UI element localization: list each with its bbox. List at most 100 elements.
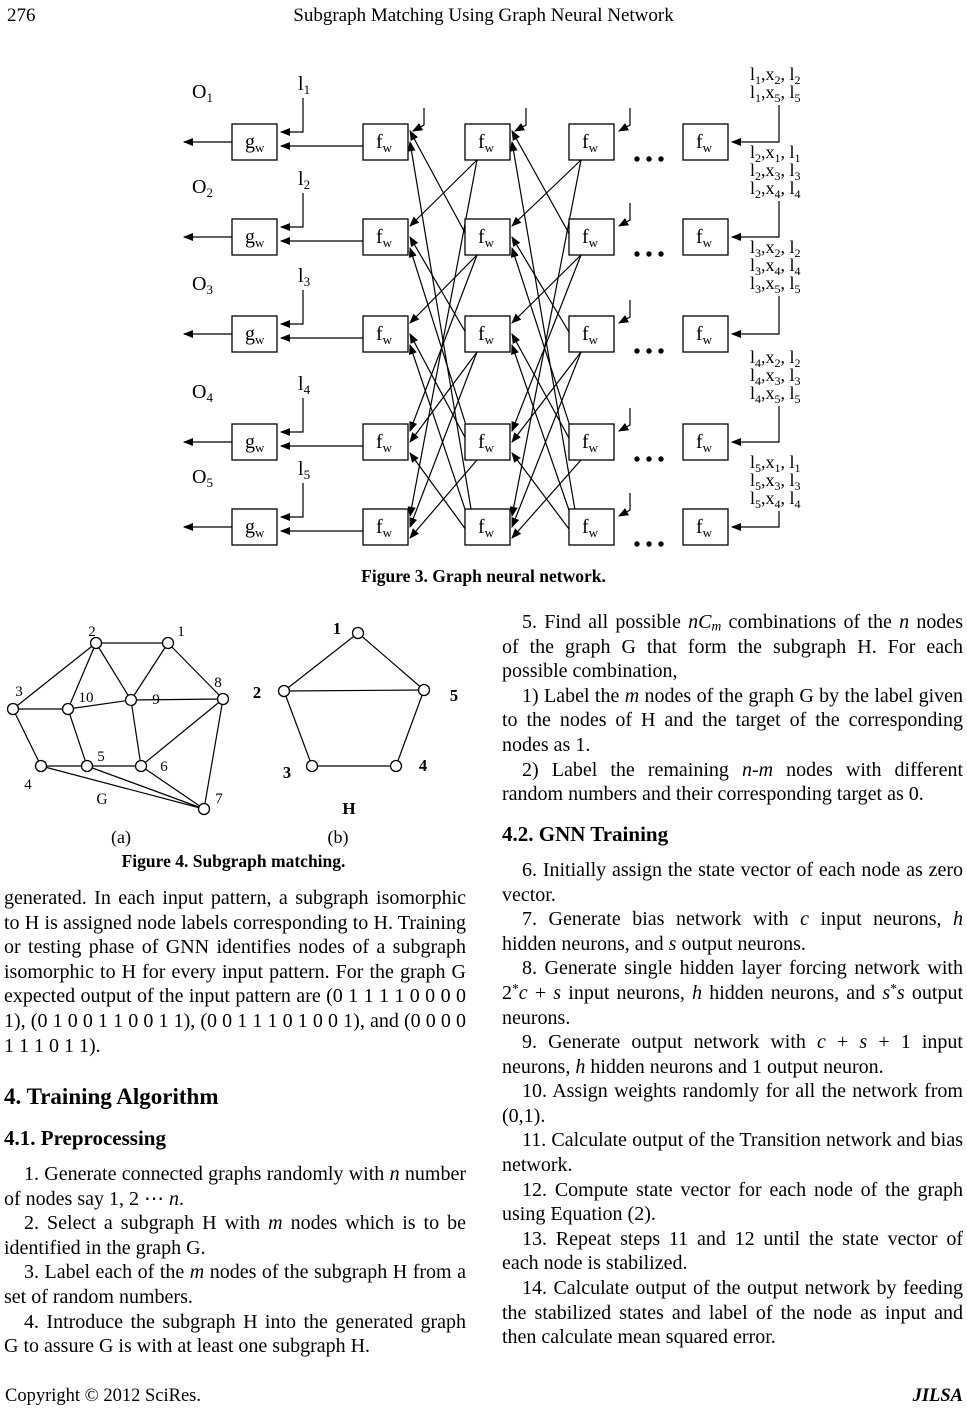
svg-text:gw: gw [245, 226, 265, 250]
fw-box [362, 315, 409, 353]
fw-box [568, 315, 615, 353]
ellipsis-dots [646, 156, 652, 162]
graph-node [134, 759, 148, 773]
graph-node-label: 7 [215, 791, 223, 807]
svg-text:fw: fw [376, 516, 393, 540]
graph-node-label: 2 [253, 683, 261, 702]
fw-box [362, 123, 409, 161]
svg-text:gw: gw [245, 516, 265, 540]
graph-node-label: 4 [419, 756, 427, 775]
svg-text:fw: fw [696, 516, 713, 540]
ellipsis-dots [658, 156, 664, 162]
svg-text:fw: fw [696, 226, 713, 250]
gw-box [231, 423, 278, 461]
panel-label: (b) [328, 827, 349, 848]
section-heading: 4.2. GNN Training [502, 821, 669, 846]
svg-text:fw: fw [478, 431, 495, 455]
graph-node-label: 9 [152, 692, 160, 708]
copyright-text: Copyright © 2012 SciRes. [5, 1386, 201, 1406]
neighbor-label-line: l5,x3, l3 [750, 470, 801, 493]
svg-text:fw: fw [696, 431, 713, 455]
graph-node-label: 10 [79, 690, 94, 706]
gw-box [231, 508, 278, 546]
node-label: l4 [298, 373, 311, 397]
graph-node-label: 8 [214, 675, 222, 691]
graph-edge [130, 698, 224, 701]
graph-node-label: 5 [97, 749, 105, 765]
fw-box [568, 218, 615, 256]
paragraph: 10. Assign weights randomly for all the … [502, 1080, 963, 1127]
page-footer: Copyright © 2012 SciRes. JILSA [5, 1386, 963, 1407]
svg-text:fw: fw [582, 131, 599, 155]
graph-node [161, 636, 175, 650]
svg-text:gw: gw [245, 431, 265, 455]
graph-edge [283, 690, 313, 767]
ellipsis-dots [634, 251, 640, 257]
fw-box [568, 423, 615, 461]
fw-box [568, 123, 615, 161]
fw-box [682, 423, 729, 461]
graph-node [124, 693, 138, 707]
graph-edge [12, 642, 97, 710]
svg-text:fw: fw [376, 131, 393, 155]
fw-box [682, 315, 729, 353]
running-title: Subgraph Matching Using Graph Neural Net… [293, 5, 674, 26]
neighbor-label-line: l2,x4, l4 [750, 178, 801, 201]
svg-text:fw: fw [376, 431, 393, 455]
fw-box [464, 218, 511, 256]
graph-edge [357, 632, 425, 691]
graph-edge [130, 699, 142, 767]
fw-box [362, 423, 409, 461]
node-label: l2 [298, 168, 310, 192]
graph-node [6, 702, 20, 716]
svg-text:fw: fw [696, 323, 713, 347]
graph-node [389, 759, 403, 773]
neighbor-label-line: l4,x5, l5 [750, 383, 801, 406]
neighbor-label-line: l4,x3, l3 [750, 365, 801, 388]
ellipsis-dots [646, 348, 652, 354]
paragraph: 3. Label each of the m nodes of the subg… [4, 1261, 466, 1308]
ellipsis-dots [658, 541, 664, 547]
left-column: generated. In each input pattern, a subg… [4, 886, 466, 1359]
graph-node [351, 626, 365, 640]
svg-text:fw: fw [376, 226, 393, 250]
ellipsis-dots [646, 251, 652, 257]
journal-name: JILSA [912, 1386, 963, 1406]
graph-edge [130, 642, 169, 701]
gw-box [231, 315, 278, 353]
neighbor-label-line: l2,x1, l1 [750, 142, 801, 165]
graph-node [197, 802, 211, 816]
neighbor-label-line: l3,x4, l4 [750, 255, 801, 278]
neighbor-label-line: l1,x2, l2 [750, 64, 801, 87]
fw-box [682, 218, 729, 256]
graph-node-label: 2 [88, 624, 96, 640]
svg-text:fw: fw [478, 226, 495, 250]
figure3-caption: Figure 3. Graph neural network. [361, 566, 606, 586]
right-column: 5. Find all possible nCm combinations of… [502, 610, 963, 1350]
neighbor-label-line: l5,x4, l4 [750, 488, 801, 511]
fw-box [682, 123, 729, 161]
ellipsis-dots [658, 251, 664, 257]
fw-box [362, 218, 409, 256]
paragraph: 2) Label the remaining n-m nodes with di… [502, 758, 963, 806]
neighbor-label-line: l3,x2, l2 [750, 237, 801, 260]
paragraph: 14. Calculate output of the output netwo… [502, 1277, 963, 1349]
section-heading: 4.1. Preprocessing [4, 1125, 166, 1150]
paragraph: 1) Label the m nodes of the graph G by t… [502, 684, 963, 756]
paragraph: generated. In each input pattern, a subg… [4, 887, 466, 1057]
fw-box [464, 123, 511, 161]
paragraph: 4. Introduce the subgraph H into the gen… [4, 1310, 466, 1358]
output-label: O3 [192, 273, 213, 297]
paragraph: 13. Repeat steps 11 and 12 until the sta… [502, 1227, 963, 1275]
fw-box [568, 508, 615, 546]
graph-node-label: 1 [333, 619, 341, 638]
